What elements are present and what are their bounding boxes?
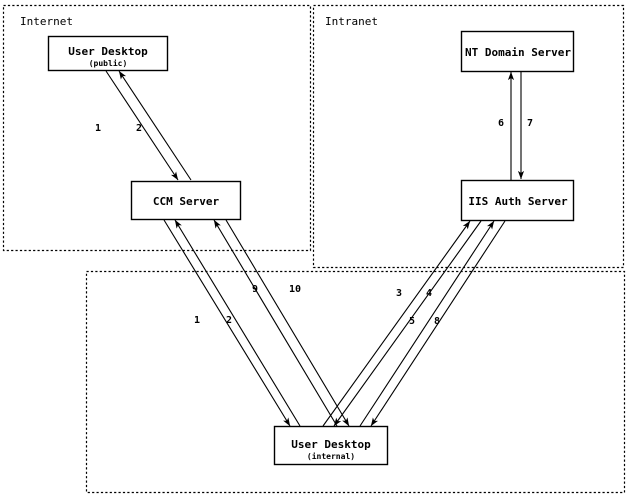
node-box-nt-domain-server[interactable] — [460, 30, 575, 73]
edge-label-step-1-public: 1 — [95, 123, 101, 134]
edge-label-step-9: 9 — [252, 284, 258, 295]
zone-internal-boundary — [85, 270, 626, 494]
flow-internal-desktop-ccm — [163, 219, 301, 427]
edge-label-step-2-public: 2 — [136, 123, 142, 134]
edge-label-step-1-internal: 1 — [194, 315, 200, 326]
node-title-iis-auth-server: IIS Auth Server — [468, 195, 568, 208]
node-ccm-server[interactable]: CCM Server — [130, 180, 242, 221]
node-title-user-desktop-internal: User Desktop — [291, 438, 371, 451]
node-box-user-desktop-public[interactable] — [47, 35, 169, 72]
flow-ccm-internal-desktop-9-10 — [213, 219, 350, 427]
node-title-ccm-server: CCM Server — [153, 195, 220, 208]
node-box-iis-auth-server[interactable] — [460, 179, 575, 222]
edge-label-step-10: 10 — [289, 284, 301, 295]
node-user-desktop-internal[interactable]: User Desktop (internal) — [273, 425, 389, 466]
flow-arrow-step-10 — [225, 219, 350, 427]
flow-iis-ntdomain — [507, 71, 525, 180]
flow-arrow-step-8 — [370, 220, 506, 427]
flow-arrow-step-2-internal — [174, 219, 301, 427]
node-iis-auth-server[interactable]: IIS Auth Server — [460, 179, 575, 222]
zone-internet-boundary — [2, 4, 312, 252]
edge-label-step-6: 6 — [498, 118, 504, 129]
node-box-user-desktop-internal[interactable] — [273, 425, 389, 466]
node-subtitle-user-desktop-internal: (internal) — [307, 451, 355, 461]
zone-intranet-boundary — [312, 4, 625, 269]
node-user-desktop-public[interactable]: User Desktop (public) — [47, 35, 169, 72]
flow-arrow-step-1-internal — [163, 219, 291, 427]
node-subtitle-user-desktop-public: (public) — [89, 58, 128, 68]
flow-arrow-step-3 — [322, 220, 471, 427]
flow-arrow-step-5 — [359, 220, 495, 427]
flow-internal-desktop-iis-3-4 — [322, 220, 482, 427]
flow-arrow-step-4 — [333, 220, 482, 427]
flow-arrow-step-2-public — [118, 70, 192, 181]
flow-public-desktop-ccm — [105, 70, 192, 181]
zone-label-internet: Internet — [20, 15, 73, 28]
node-title-nt-domain-server: NT Domain Server — [465, 46, 571, 59]
edge-label-step-2-internal: 2 — [226, 315, 232, 326]
node-title-user-desktop-public: User Desktop — [68, 45, 148, 58]
flow-internal-desktop-iis-5-8 — [359, 220, 506, 427]
flow-arrow-step-1-public — [105, 70, 179, 181]
node-box-ccm-server[interactable] — [130, 180, 242, 221]
edge-label-step-4: 4 — [426, 288, 432, 299]
edge-label-step-3: 3 — [396, 288, 402, 299]
flow-arrow-step-9 — [213, 219, 338, 427]
zone-label-intranet: Intranet — [325, 15, 378, 28]
node-nt-domain-server[interactable]: NT Domain Server — [460, 30, 575, 73]
edge-label-step-5: 5 — [409, 316, 415, 327]
edge-label-step-8: 8 — [434, 316, 440, 327]
edge-label-step-7: 7 — [527, 118, 533, 129]
